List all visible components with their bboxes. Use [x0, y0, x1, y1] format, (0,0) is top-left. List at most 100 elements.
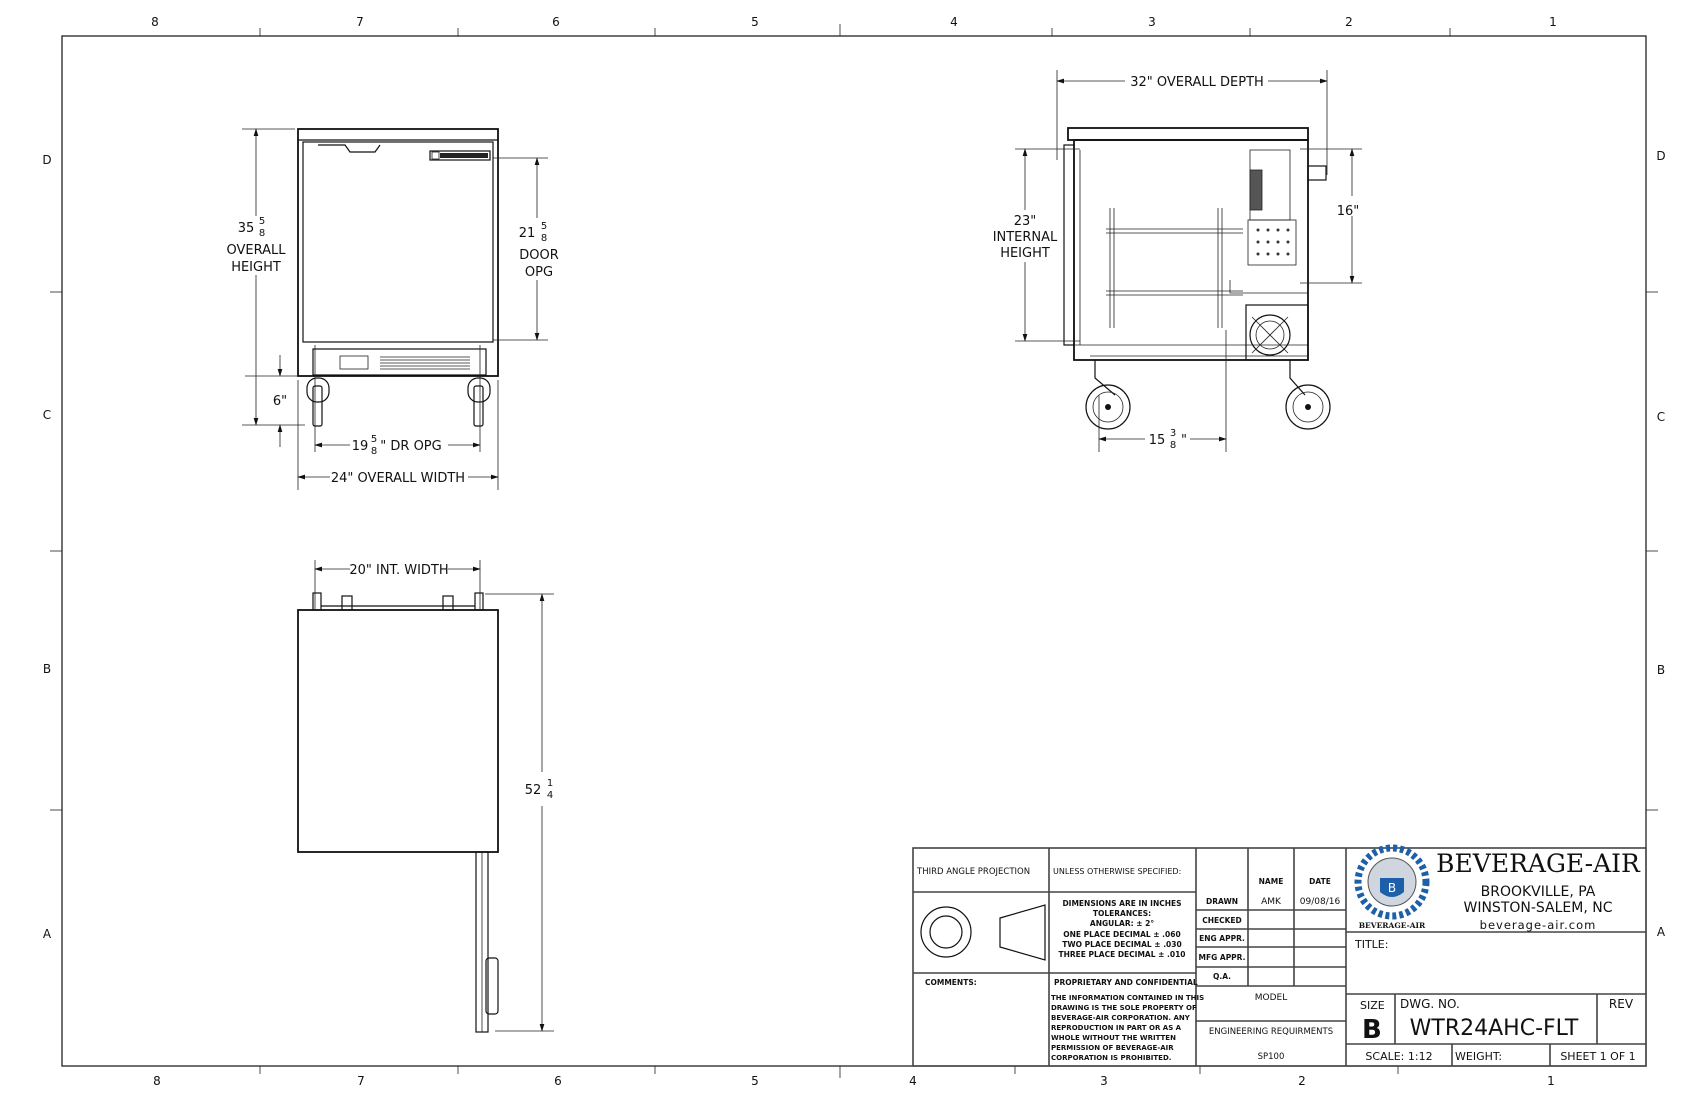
tolerance-line: TOLERANCES:: [1093, 909, 1151, 918]
zone-col-bottom: 3: [1100, 1074, 1108, 1088]
zone-row-right: B: [1657, 663, 1665, 677]
door-opening-num: 5: [541, 221, 547, 232]
rev-label: REV: [1609, 997, 1634, 1011]
tolerance-line: ANGULAR: ± 2°: [1090, 919, 1154, 928]
int-width-dim: 20" INT. WIDTH: [349, 563, 448, 578]
beverage-air-logo: B: [1354, 844, 1430, 920]
tolerance-line: DIMENSIONS ARE IN INCHES: [1062, 899, 1181, 908]
proprietary-line: WHOLE WITHOUT THE WRITTEN: [1051, 1034, 1176, 1042]
city-1: BROOKVILLE, PA: [1481, 884, 1596, 900]
door: [302, 141, 494, 343]
name-header: NAME: [1259, 877, 1284, 886]
overall-height-label: OVERALL: [227, 243, 287, 258]
dr-opg-whole: 19: [352, 439, 369, 454]
logo-caption: BEVERAGE-AIR: [1359, 921, 1426, 930]
zone-col-bottom: 1: [1547, 1074, 1555, 1088]
zone-col-bottom: 6: [554, 1074, 562, 1088]
proprietary-line: DRAWING IS THE SOLE PROPERTY OF: [1051, 1004, 1197, 1012]
date-header: DATE: [1309, 877, 1331, 886]
eng-req-value: SP100: [1258, 1052, 1285, 1062]
front-view: [242, 128, 548, 490]
zone-col-top: 1: [1549, 15, 1557, 29]
signoff-label: Q.A.: [1213, 972, 1231, 981]
door-opening-whole: 21: [519, 226, 536, 241]
dwg-no: WTR24AHC-FLT: [1410, 1016, 1579, 1041]
zone-col-bottom: 4: [909, 1074, 917, 1088]
bottom-width-den: 8: [1170, 440, 1176, 451]
scale: SCALE: 1:12: [1365, 1050, 1432, 1063]
zone-col-bottom: 8: [153, 1074, 161, 1088]
size-value: B: [1362, 1015, 1382, 1045]
comments-label: COMMENTS:: [925, 978, 977, 987]
proprietary-line: THE INFORMATION CONTAINED IN THIS: [1051, 994, 1204, 1002]
bottom-grille: [312, 348, 487, 376]
proprietary-line: PERMISSION OF BEVERAGE-AIR: [1051, 1044, 1174, 1052]
projection-label: THIRD ANGLE PROJECTION: [916, 867, 1030, 877]
proprietary-line: CORPORATION IS PROHIBITED.: [1051, 1054, 1171, 1062]
caster-front: [1085, 360, 1131, 430]
tolerance-line: TWO PLACE DECIMAL ± .030: [1062, 940, 1181, 949]
overall-width-dim: 24" OVERALL WIDTH: [331, 471, 465, 486]
zone-row-right: D: [1656, 149, 1665, 163]
depth-den: 4: [547, 790, 553, 801]
zone-col-top: 5: [751, 15, 759, 29]
caster-left: [306, 377, 330, 427]
internal-height-label: INTERNAL: [993, 230, 1058, 245]
overall-height-label: HEIGHT: [231, 260, 281, 275]
size-label: SIZE: [1360, 999, 1385, 1012]
overall-depth-dim: 32" OVERALL DEPTH: [1130, 75, 1264, 90]
compressor-fan: [1245, 304, 1309, 361]
door-opening-label: OPG: [525, 265, 553, 280]
upper-height-dim: 16": [1337, 204, 1360, 219]
zone-col-top: 6: [552, 15, 560, 29]
caster-rear: [1285, 360, 1331, 430]
drawn-date: 09/08/16: [1300, 897, 1341, 907]
website: beverage-air.com: [1480, 918, 1597, 932]
unless-specified-label: UNLESS OTHERWISE SPECIFIED:: [1053, 867, 1181, 876]
overall-height-den: 8: [259, 228, 265, 239]
signoff-label: ENG APPR.: [1199, 934, 1245, 943]
leg-height-dim: 6": [273, 394, 287, 409]
zone-row-right: C: [1657, 410, 1665, 424]
svg-text:": ": [1181, 433, 1187, 448]
company-name: BEVERAGE-AIR: [1436, 849, 1641, 878]
zone-col-top: 3: [1148, 15, 1156, 29]
title-block: B: [912, 844, 1647, 1067]
dwg-no-label: DWG. NO.: [1400, 997, 1460, 1011]
caster-right: [467, 377, 491, 427]
door-handle-top: [485, 957, 499, 1015]
proprietary-line: REPRODUCTION IN PART OR AS A: [1051, 1024, 1182, 1032]
drawn-name: AMK: [1261, 897, 1282, 907]
bottom-width-num: 3: [1170, 428, 1176, 439]
zone-row-left: C: [43, 408, 51, 422]
brand-badge: [440, 153, 488, 158]
door-handle: [318, 144, 381, 153]
overall-height-num: 5: [259, 216, 265, 227]
door-profile: [1063, 144, 1075, 346]
depth-whole: 52: [525, 783, 542, 798]
internal-height-value: 23": [1014, 214, 1037, 229]
dr-opg-den: 8: [371, 446, 377, 457]
weight-label: WEIGHT:: [1455, 1050, 1502, 1063]
overall-height-whole: 35: [238, 221, 255, 236]
proprietary-title: PROPRIETARY AND CONFIDENTIAL: [1054, 978, 1198, 987]
eng-req-label: ENGINEERING REQUIRMENTS: [1209, 1027, 1333, 1037]
zone-row-right: A: [1657, 925, 1666, 939]
city-2: WINSTON-SALEM, NC: [1463, 900, 1612, 916]
zone-col-top: 2: [1345, 15, 1353, 29]
zone-col-top: 7: [356, 15, 364, 29]
top-view: [297, 560, 554, 1033]
model-label: MODEL: [1255, 993, 1287, 1003]
side-view: [1015, 70, 1362, 452]
zone-col-bottom: 2: [1298, 1074, 1306, 1088]
signoff-label: DRAWN: [1206, 897, 1238, 906]
zone-row-left: A: [43, 927, 52, 941]
door-opening-den: 8: [541, 233, 547, 244]
signoff-label: MFG APPR.: [1199, 953, 1246, 962]
proprietary-line: BEVERAGE-AIR CORPORATION. ANY: [1051, 1014, 1191, 1022]
signoff-label: CHECKED: [1202, 916, 1242, 925]
zone-col-top: 4: [950, 15, 958, 29]
zone-col-bottom: 5: [751, 1074, 759, 1088]
zone-col-top: 8: [151, 15, 159, 29]
